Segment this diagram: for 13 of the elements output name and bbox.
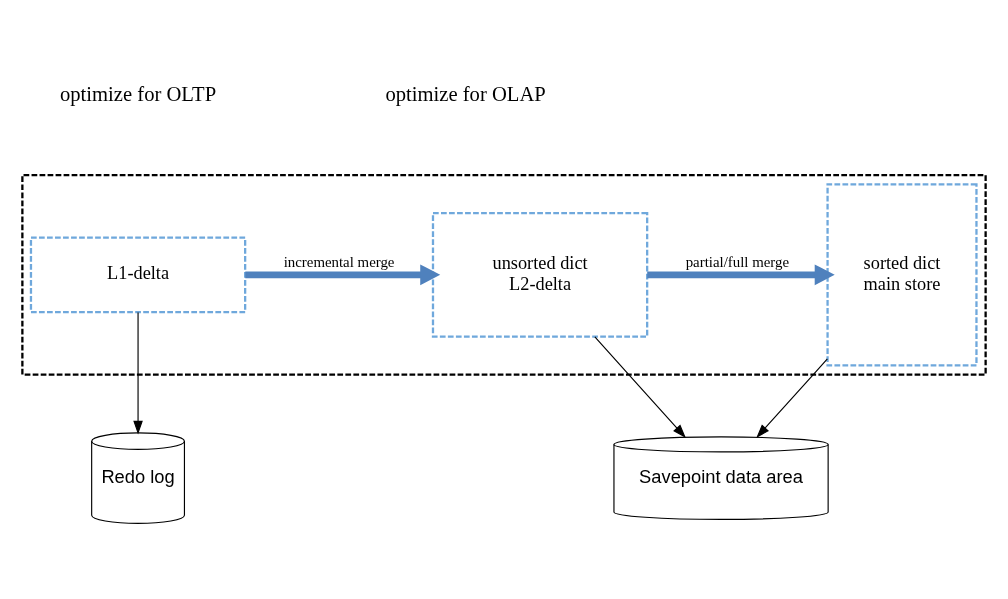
node-box: unsorted dict L2-delta — [431, 211, 649, 338]
edge-label: partial/full merge — [685, 254, 790, 271]
label: optimize for OLAP — [385, 83, 546, 106]
arrow — [133, 311, 143, 435]
arrow — [756, 358, 828, 438]
cluster — [21, 174, 987, 376]
arrow — [647, 264, 835, 286]
node-box: sorted dict main store — [826, 183, 978, 367]
label: optimize for OLTP — [60, 83, 217, 106]
edge-label: incremental merge — [283, 254, 395, 271]
arrow — [594, 336, 686, 438]
node-box: L1-delta — [29, 236, 247, 314]
arrow — [245, 264, 441, 286]
